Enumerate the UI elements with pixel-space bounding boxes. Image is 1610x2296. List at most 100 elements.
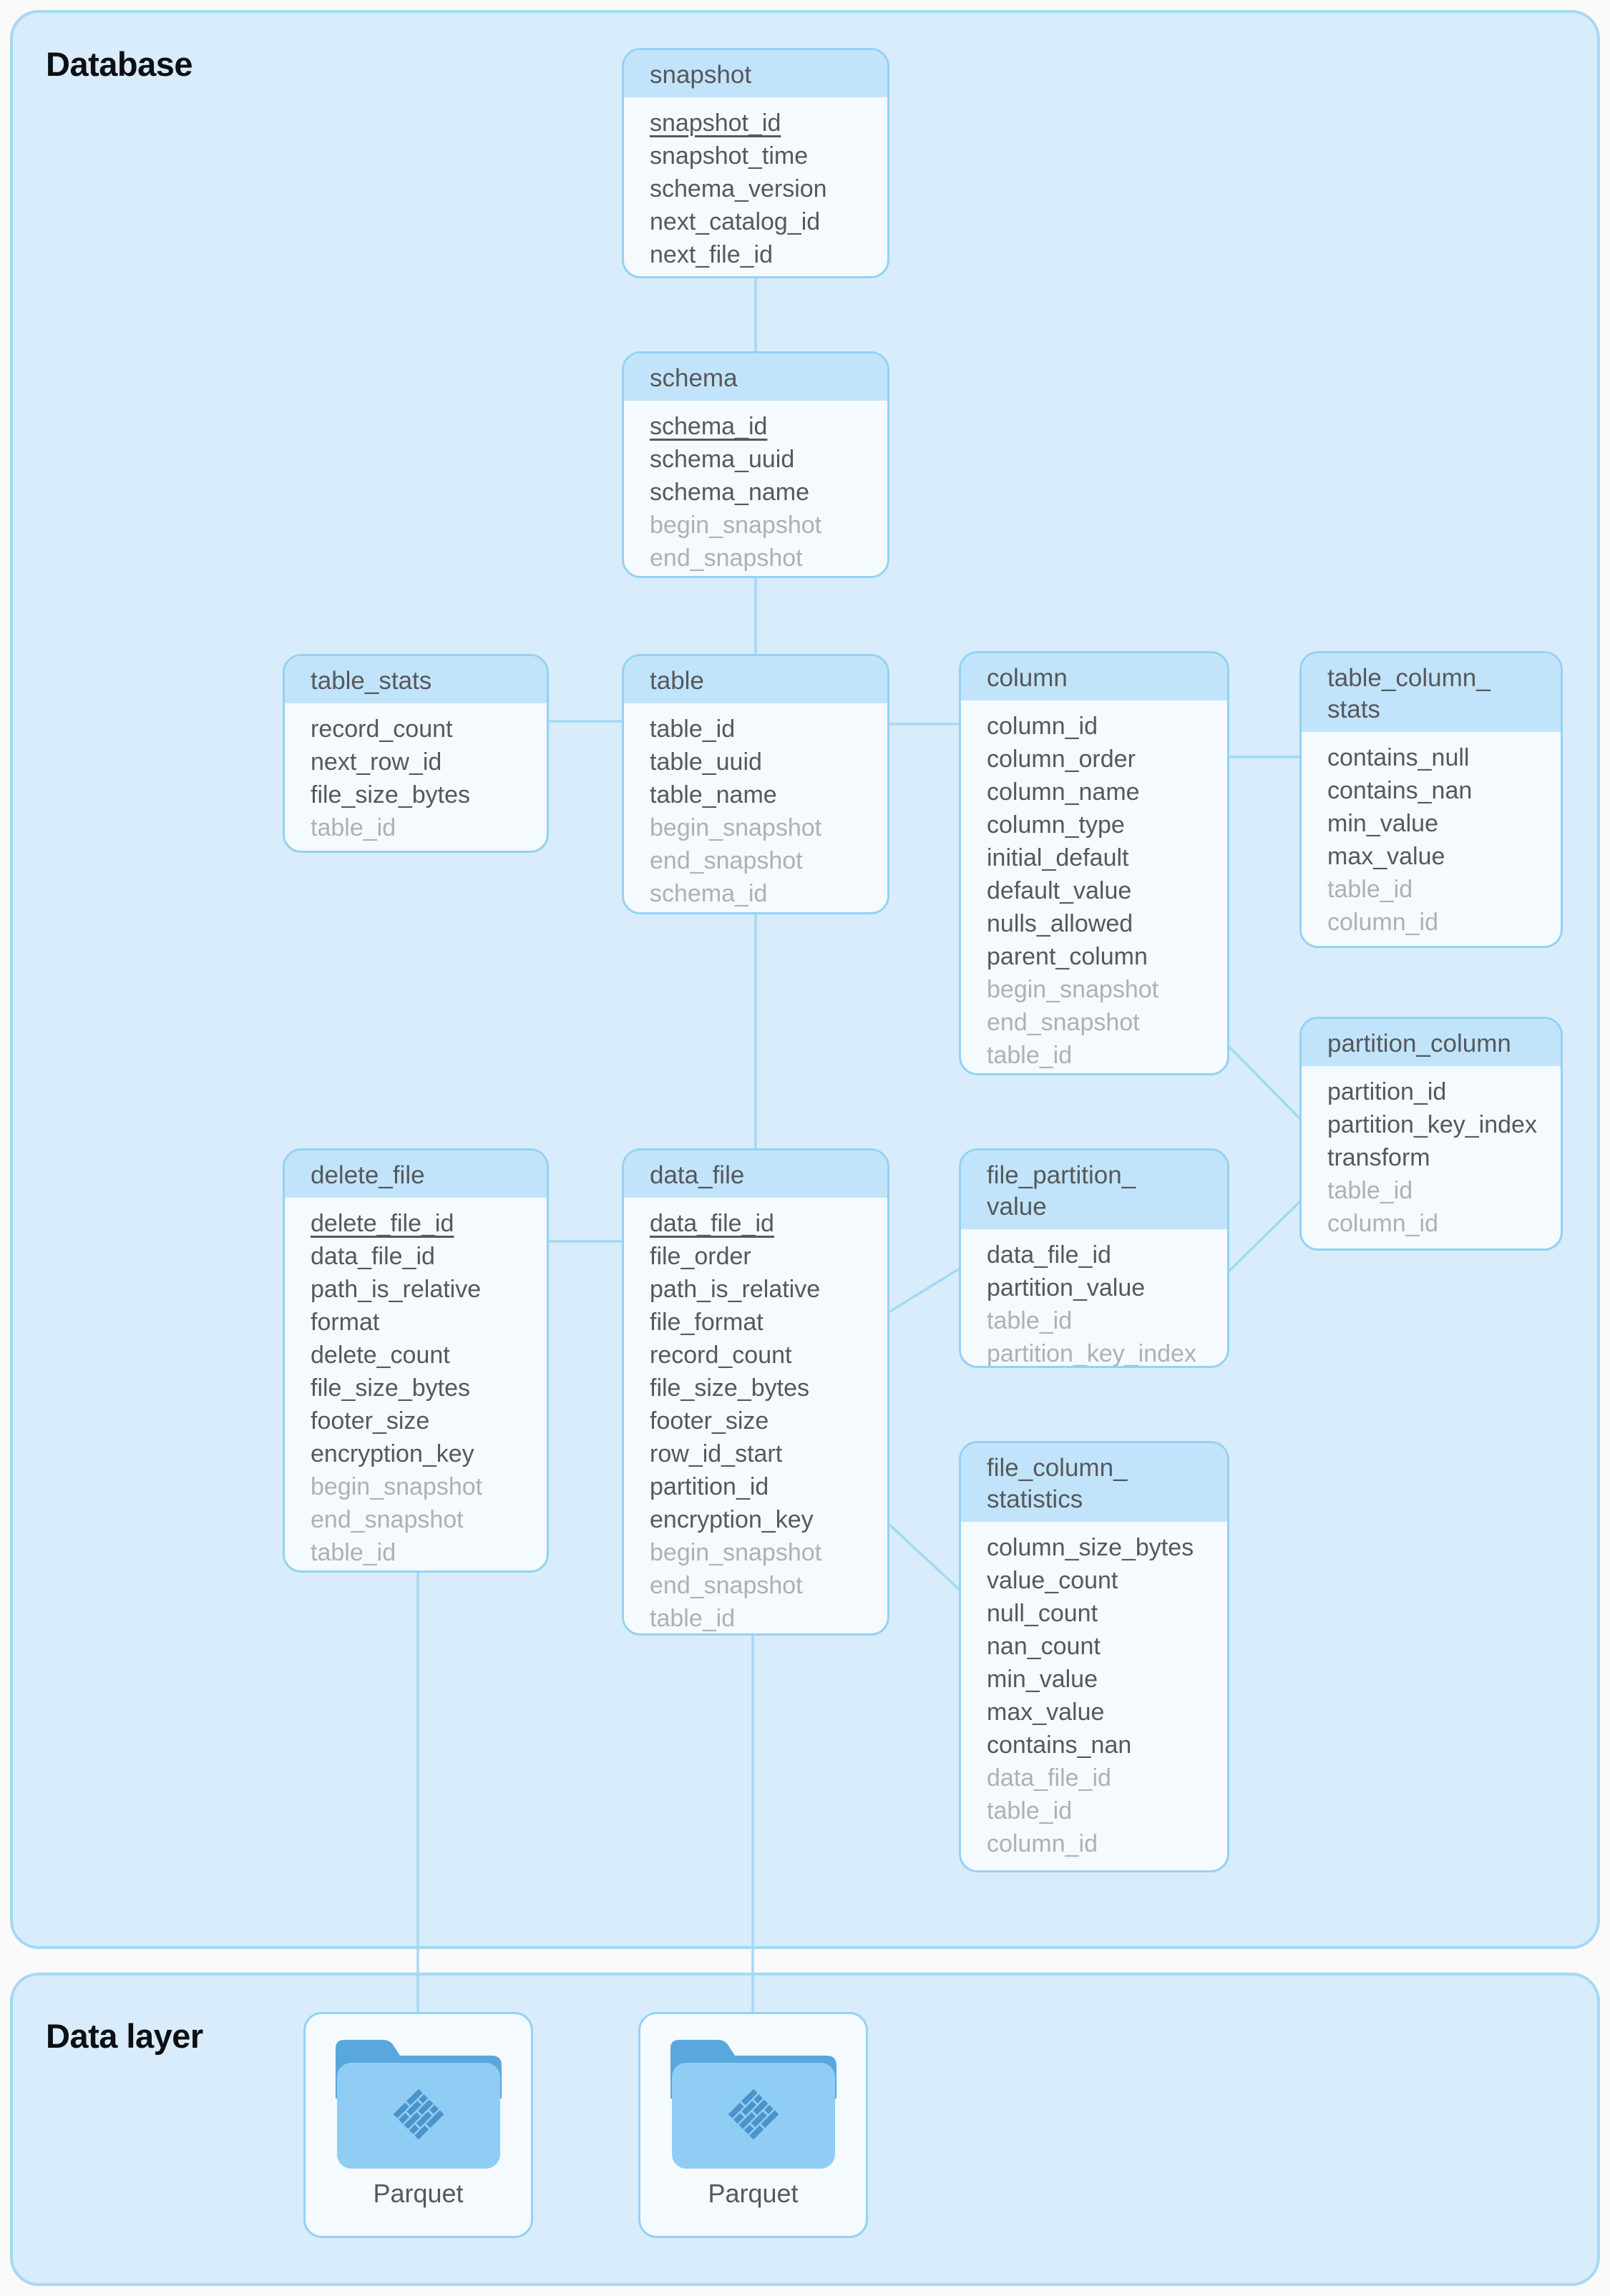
field-end_snapshot: end_snapshot: [987, 1009, 1140, 1036]
field-schema_uuid: schema_uuid: [650, 446, 795, 473]
field-footer_size: footer_size: [311, 1407, 430, 1435]
field-schema_name: schema_name: [650, 479, 810, 506]
field-table_name: table_name: [650, 781, 777, 809]
field-table_id: table_id: [650, 715, 736, 743]
field-table_id: table_id: [1327, 876, 1413, 903]
field-column_id: column_id: [987, 1830, 1098, 1857]
field-file_format: file_format: [650, 1309, 763, 1336]
field-begin_snapshot: begin_snapshot: [311, 1473, 483, 1500]
field-encryption_key: encryption_key: [311, 1440, 474, 1467]
field-nulls_allowed: nulls_allowed: [987, 910, 1133, 937]
parquet-logo-icon: [728, 2089, 779, 2140]
field-table_id: table_id: [987, 1797, 1073, 1824]
field-data_file_id: data_file_id: [987, 1241, 1111, 1269]
field-next_catalog_id: next_catalog_id: [650, 208, 821, 235]
entity-title: partition_column: [1302, 1019, 1561, 1066]
entity-title: column: [961, 653, 1227, 700]
field-table_id: table_id: [650, 1605, 736, 1632]
folder-label: Parquet: [708, 2179, 799, 2208]
field-partition_value: partition_value: [987, 1274, 1146, 1301]
folder-icon: [335, 2040, 502, 2169]
field-path_is_relative: path_is_relative: [650, 1276, 821, 1303]
field-partition_key_index: partition_key_index: [987, 1340, 1196, 1367]
field-min_value: min_value: [1327, 810, 1438, 837]
parquet-folder-card: Parquet: [303, 2012, 533, 2238]
entity-title: snapshot: [624, 50, 887, 97]
field-column_size_bytes: column_size_bytes: [987, 1534, 1194, 1561]
field-table_id: table_id: [987, 1307, 1073, 1334]
connector-data-file-file-column-statistics: [887, 1523, 961, 1591]
field-file_order: file_order: [650, 1243, 751, 1270]
field-column_type: column_type: [987, 811, 1125, 839]
field-schema_id: schema_id: [650, 413, 768, 440]
field-data_file_id: data_file_id: [987, 1764, 1111, 1792]
field-contains_nan: contains_nan: [987, 1731, 1132, 1759]
entity-title: data_file: [624, 1151, 887, 1198]
field-schema_id: schema_id: [650, 880, 768, 907]
field-delete_count: delete_count: [311, 1342, 450, 1369]
field-column_id: column_id: [987, 713, 1098, 740]
field-default_value: default_value: [987, 877, 1132, 904]
field-format: format: [311, 1309, 380, 1336]
field-parent_column: parent_column: [987, 943, 1148, 970]
field-table_id: table_id: [311, 1539, 396, 1566]
connector-column-partition-column: [1225, 1042, 1302, 1120]
field-schema_version: schema_version: [650, 175, 827, 202]
field-contains_nan: contains_nan: [1327, 777, 1473, 804]
folder-icon: [670, 2040, 836, 2169]
field-column_order: column_order: [987, 746, 1136, 773]
field-column_id: column_id: [1327, 1210, 1438, 1237]
field-table_id: table_id: [987, 1042, 1073, 1069]
field-table_id: table_id: [1327, 1177, 1413, 1204]
field-file_size_bytes: file_size_bytes: [650, 1374, 810, 1402]
parquet-logo-icon: [393, 2089, 444, 2140]
entity-data_file: data_file data_file_id file_order path_is_r…: [622, 1148, 889, 1636]
entity-title: table_column_ stats: [1302, 653, 1561, 732]
field-file_size_bytes: file_size_bytes: [311, 1374, 471, 1402]
field-initial_default: initial_default: [987, 844, 1129, 871]
field-next_file_id: next_file_id: [650, 241, 774, 268]
entity-title: delete_file: [285, 1151, 547, 1198]
field-data_file_id: data_file_id: [311, 1243, 435, 1270]
field-end_snapshot: end_snapshot: [311, 1506, 464, 1533]
field-max_value: max_value: [987, 1699, 1105, 1726]
field-record_count: record_count: [650, 1342, 792, 1369]
field-min_value: min_value: [987, 1666, 1098, 1693]
field-row_id_start: row_id_start: [650, 1440, 783, 1467]
field-record_count: record_count: [311, 715, 453, 743]
parquet-folder-card: Parquet: [638, 2012, 868, 2238]
field-partition_id: partition_id: [1327, 1078, 1447, 1105]
entity-title: file_column_ statistics: [961, 1443, 1227, 1522]
field-snapshot_time: snapshot_time: [650, 142, 809, 170]
connector-file-partition-value-partition-column: [1225, 1200, 1302, 1275]
field-begin_snapshot: begin_snapshot: [650, 814, 822, 841]
field-data_file_id: data_file_id: [650, 1210, 774, 1237]
field-null_count: null_count: [987, 1600, 1098, 1627]
field-path_is_relative: path_is_relative: [311, 1276, 482, 1303]
entity-title: schema: [624, 353, 887, 401]
entity-title: table_stats: [285, 656, 547, 703]
entity-title: table: [624, 656, 887, 703]
data-layer-panel-title: Data layer: [46, 2017, 203, 2055]
field-next_row_id: next_row_id: [311, 748, 442, 776]
